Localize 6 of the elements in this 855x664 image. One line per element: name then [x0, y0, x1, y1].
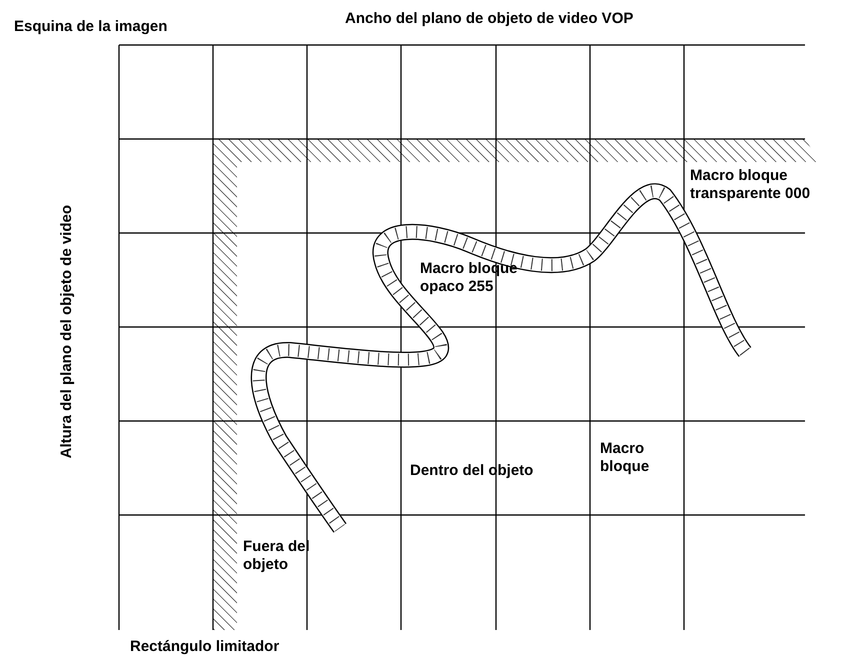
text-label: Rectángulo limitador: [130, 638, 280, 656]
text-label: Macro bloque transparente 000: [690, 167, 812, 203]
text-label: Altura del plano del objeto de video: [58, 205, 76, 458]
text-label: Macro bloque: [600, 440, 650, 476]
text-label: Ancho del plano de objeto de video VOP: [345, 10, 634, 28]
text-label: Esquina de la imagen: [14, 18, 168, 36]
